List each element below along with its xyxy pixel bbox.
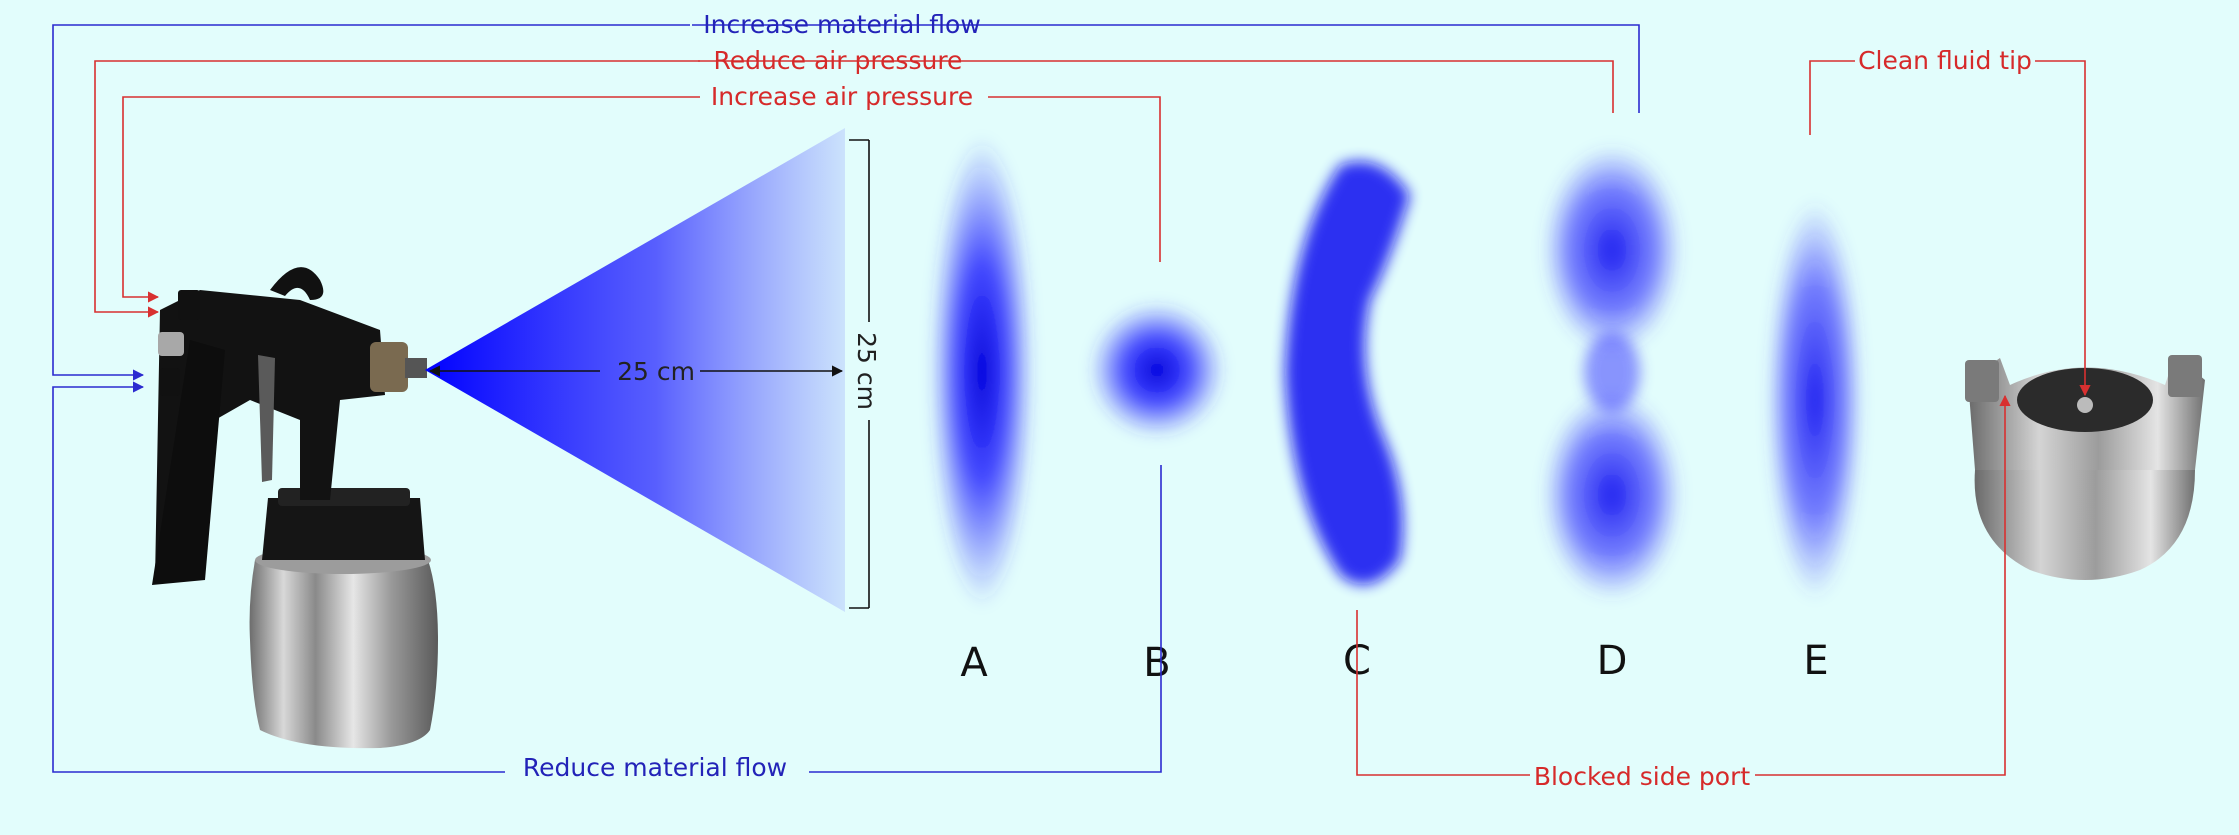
connector-increase-material-flow bbox=[52, 24, 1640, 381]
pattern-letter-b: B bbox=[1143, 640, 1170, 686]
pattern-letter-d: D bbox=[1597, 638, 1628, 684]
connector-reduce-air-pressure bbox=[94, 60, 1614, 318]
pattern-c bbox=[1285, 161, 1410, 585]
label-increase-air-pressure: Increase air pressure bbox=[711, 82, 973, 111]
spray-cone bbox=[425, 128, 845, 612]
width-label: 25 cm bbox=[852, 332, 881, 410]
label-blocked-side-port: Blocked side port bbox=[1534, 762, 1751, 791]
connector-clean-fluid-tip bbox=[1809, 60, 2091, 397]
label-reduce-material-flow: Reduce material flow bbox=[523, 753, 787, 782]
pattern-letter-e: E bbox=[1803, 638, 1828, 684]
pattern-a bbox=[930, 136, 1034, 608]
connector-reduce-material-flow bbox=[52, 381, 1162, 773]
pattern-e bbox=[1767, 200, 1863, 600]
pattern-d bbox=[1542, 145, 1682, 600]
connector-increase-air-pressure bbox=[122, 96, 1161, 303]
distance-label: 25 cm bbox=[617, 357, 695, 386]
pattern-letter-a: A bbox=[960, 640, 988, 686]
label-reduce-air-pressure: Reduce air pressure bbox=[714, 46, 963, 75]
label-clean-fluid-tip: Clean fluid tip bbox=[1858, 46, 2032, 75]
distance-dimension: 25 cm bbox=[428, 357, 844, 386]
width-dimension: 25 cm bbox=[849, 139, 881, 609]
label-increase-material-flow: Increase material flow bbox=[703, 10, 981, 39]
pattern-b bbox=[1089, 302, 1225, 438]
air-cap-illustration bbox=[1965, 355, 2205, 580]
connector-blocked-side-port bbox=[1356, 394, 2011, 776]
spray-gun-illustration bbox=[152, 267, 438, 749]
